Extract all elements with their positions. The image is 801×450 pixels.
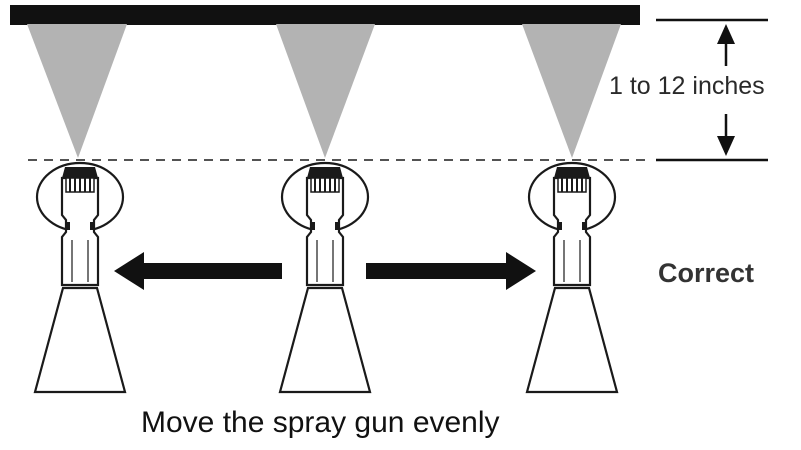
spray-gun-icon	[278, 161, 372, 394]
arrow-left-icon	[114, 252, 282, 290]
spray-surface	[10, 5, 640, 25]
spray-gun-icon	[33, 161, 127, 394]
spray-gun-icon	[525, 161, 619, 394]
spray-cone-center	[276, 24, 375, 158]
spray-cone-right	[522, 24, 621, 158]
status-label: Correct	[658, 258, 755, 288]
spray-cone-left	[27, 24, 127, 158]
double-arrow-icon	[656, 18, 768, 162]
distance-label: 1 to 12 inches	[609, 72, 765, 100]
caption: Move the spray gun evenly	[141, 406, 500, 439]
arrow-right-icon	[366, 252, 536, 290]
